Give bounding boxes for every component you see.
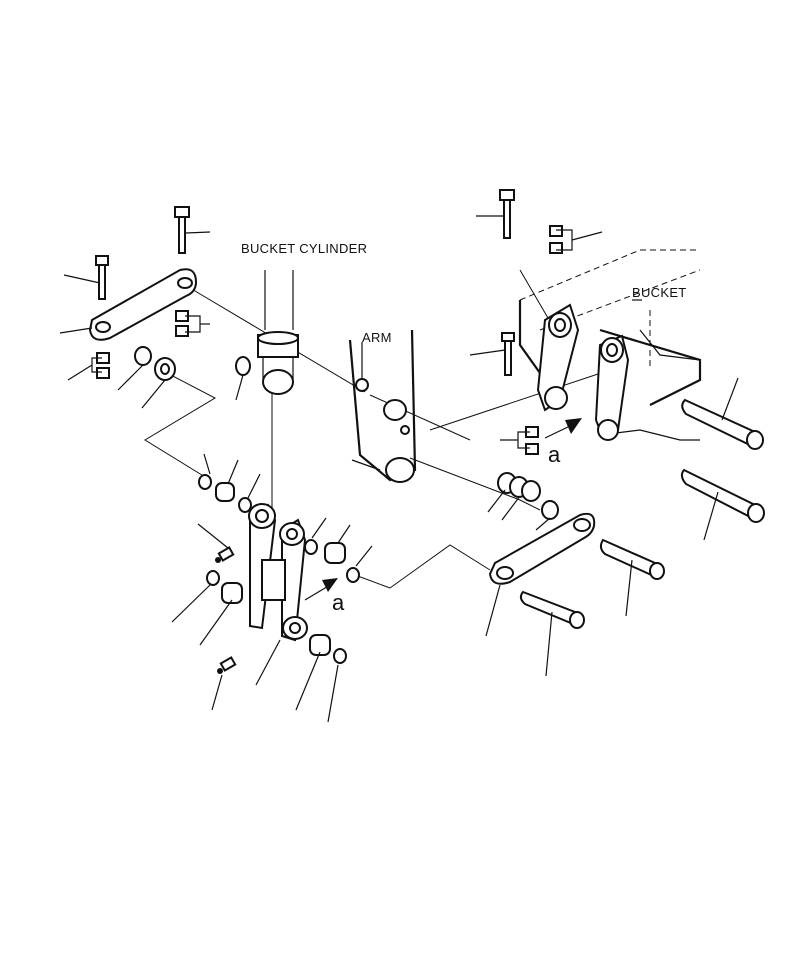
grease-fitting: [215, 546, 235, 563]
seal: [198, 474, 212, 490]
bucket-link-bracket: [536, 303, 630, 441]
nut: [96, 367, 110, 379]
left-link: [88, 268, 198, 341]
shim: [235, 356, 251, 376]
bushing: [324, 542, 346, 564]
grease-fitting: [217, 656, 237, 674]
bucket-cylinder-label: BUCKET CYLINDER: [241, 241, 367, 256]
bucket-cylinder: [257, 270, 299, 395]
callout-a-center: a: [304, 578, 345, 615]
callout-a-right: a: [544, 418, 582, 467]
leader-lines: [59, 215, 739, 723]
bucket-label: BUCKET: [632, 285, 687, 300]
bolt: [174, 206, 190, 254]
nut: [549, 225, 563, 237]
right-link: [488, 512, 596, 585]
nut: [549, 242, 563, 254]
cylinder-eye: [262, 369, 294, 395]
arm-label: ARM: [362, 330, 392, 345]
bolt: [95, 255, 109, 300]
bolt: [501, 332, 515, 376]
seal: [206, 570, 220, 586]
callout-a-label: a: [332, 590, 345, 615]
pin: [680, 468, 765, 523]
callout-a-label: a: [548, 442, 561, 467]
bushing: [215, 482, 235, 502]
seal: [304, 539, 318, 555]
left-link-hole: [95, 321, 111, 333]
seal: [333, 648, 347, 664]
seal: [346, 567, 360, 583]
seal: [238, 497, 252, 513]
nut: [175, 325, 189, 337]
bushing: [221, 582, 243, 604]
arm: [348, 329, 417, 483]
left-link-hole-2: [177, 277, 193, 289]
bucket: [518, 249, 702, 441]
left-link-assembly: [88, 206, 251, 381]
pin: [599, 538, 665, 580]
link-web: [261, 559, 286, 601]
shim: [134, 346, 152, 366]
bolt: [499, 189, 515, 239]
shim-stack: [497, 472, 559, 520]
pin: [519, 590, 585, 629]
bushing: [309, 634, 331, 656]
arm-bucket-pin-boss: [385, 457, 415, 483]
nut: [525, 443, 539, 455]
pin: [681, 398, 764, 450]
center-link: [248, 503, 308, 642]
